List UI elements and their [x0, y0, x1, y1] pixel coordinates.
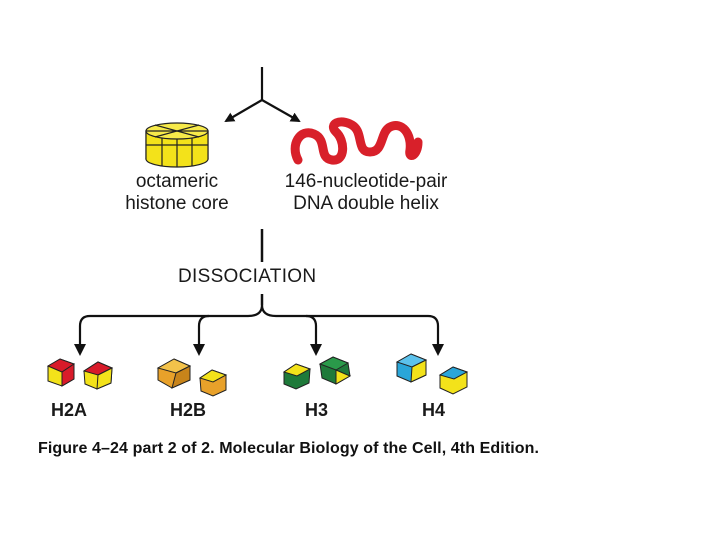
h3-dimer-icon — [282, 356, 352, 390]
h4-dimer-icon — [395, 353, 469, 395]
figure-caption: Figure 4–24 part 2 of 2. Molecular Biolo… — [38, 440, 540, 457]
dissociation-label: DISSOCIATION — [178, 266, 317, 287]
dna-helix-icon — [290, 117, 423, 165]
histone-label-h2b: H2B — [170, 400, 207, 420]
histone-label-h3: H3 — [305, 400, 329, 420]
branch-bracket — [78, 304, 440, 350]
dna-helix-label-line1: 146-nucleotide-pair — [284, 171, 448, 192]
dna-helix-label-line2: DNA double helix — [293, 193, 439, 214]
branch-arrowheads — [74, 344, 444, 356]
histone-core-icon — [145, 122, 209, 168]
dna-helix-label: 146-nucleotide-pair DNA double helix — [256, 171, 476, 215]
h2b-dimer-icon — [156, 358, 228, 397]
histone-core-label: octameric histone core — [104, 171, 250, 215]
histone-core-label-line2: histone core — [125, 193, 229, 214]
h2a-dimer-icon — [46, 358, 114, 390]
split-arrow — [224, 67, 301, 123]
histone-label-h4: H4 — [422, 400, 446, 420]
histone-label-h2a: H2A — [51, 400, 88, 420]
histone-core-label-line1: octameric — [135, 171, 219, 192]
